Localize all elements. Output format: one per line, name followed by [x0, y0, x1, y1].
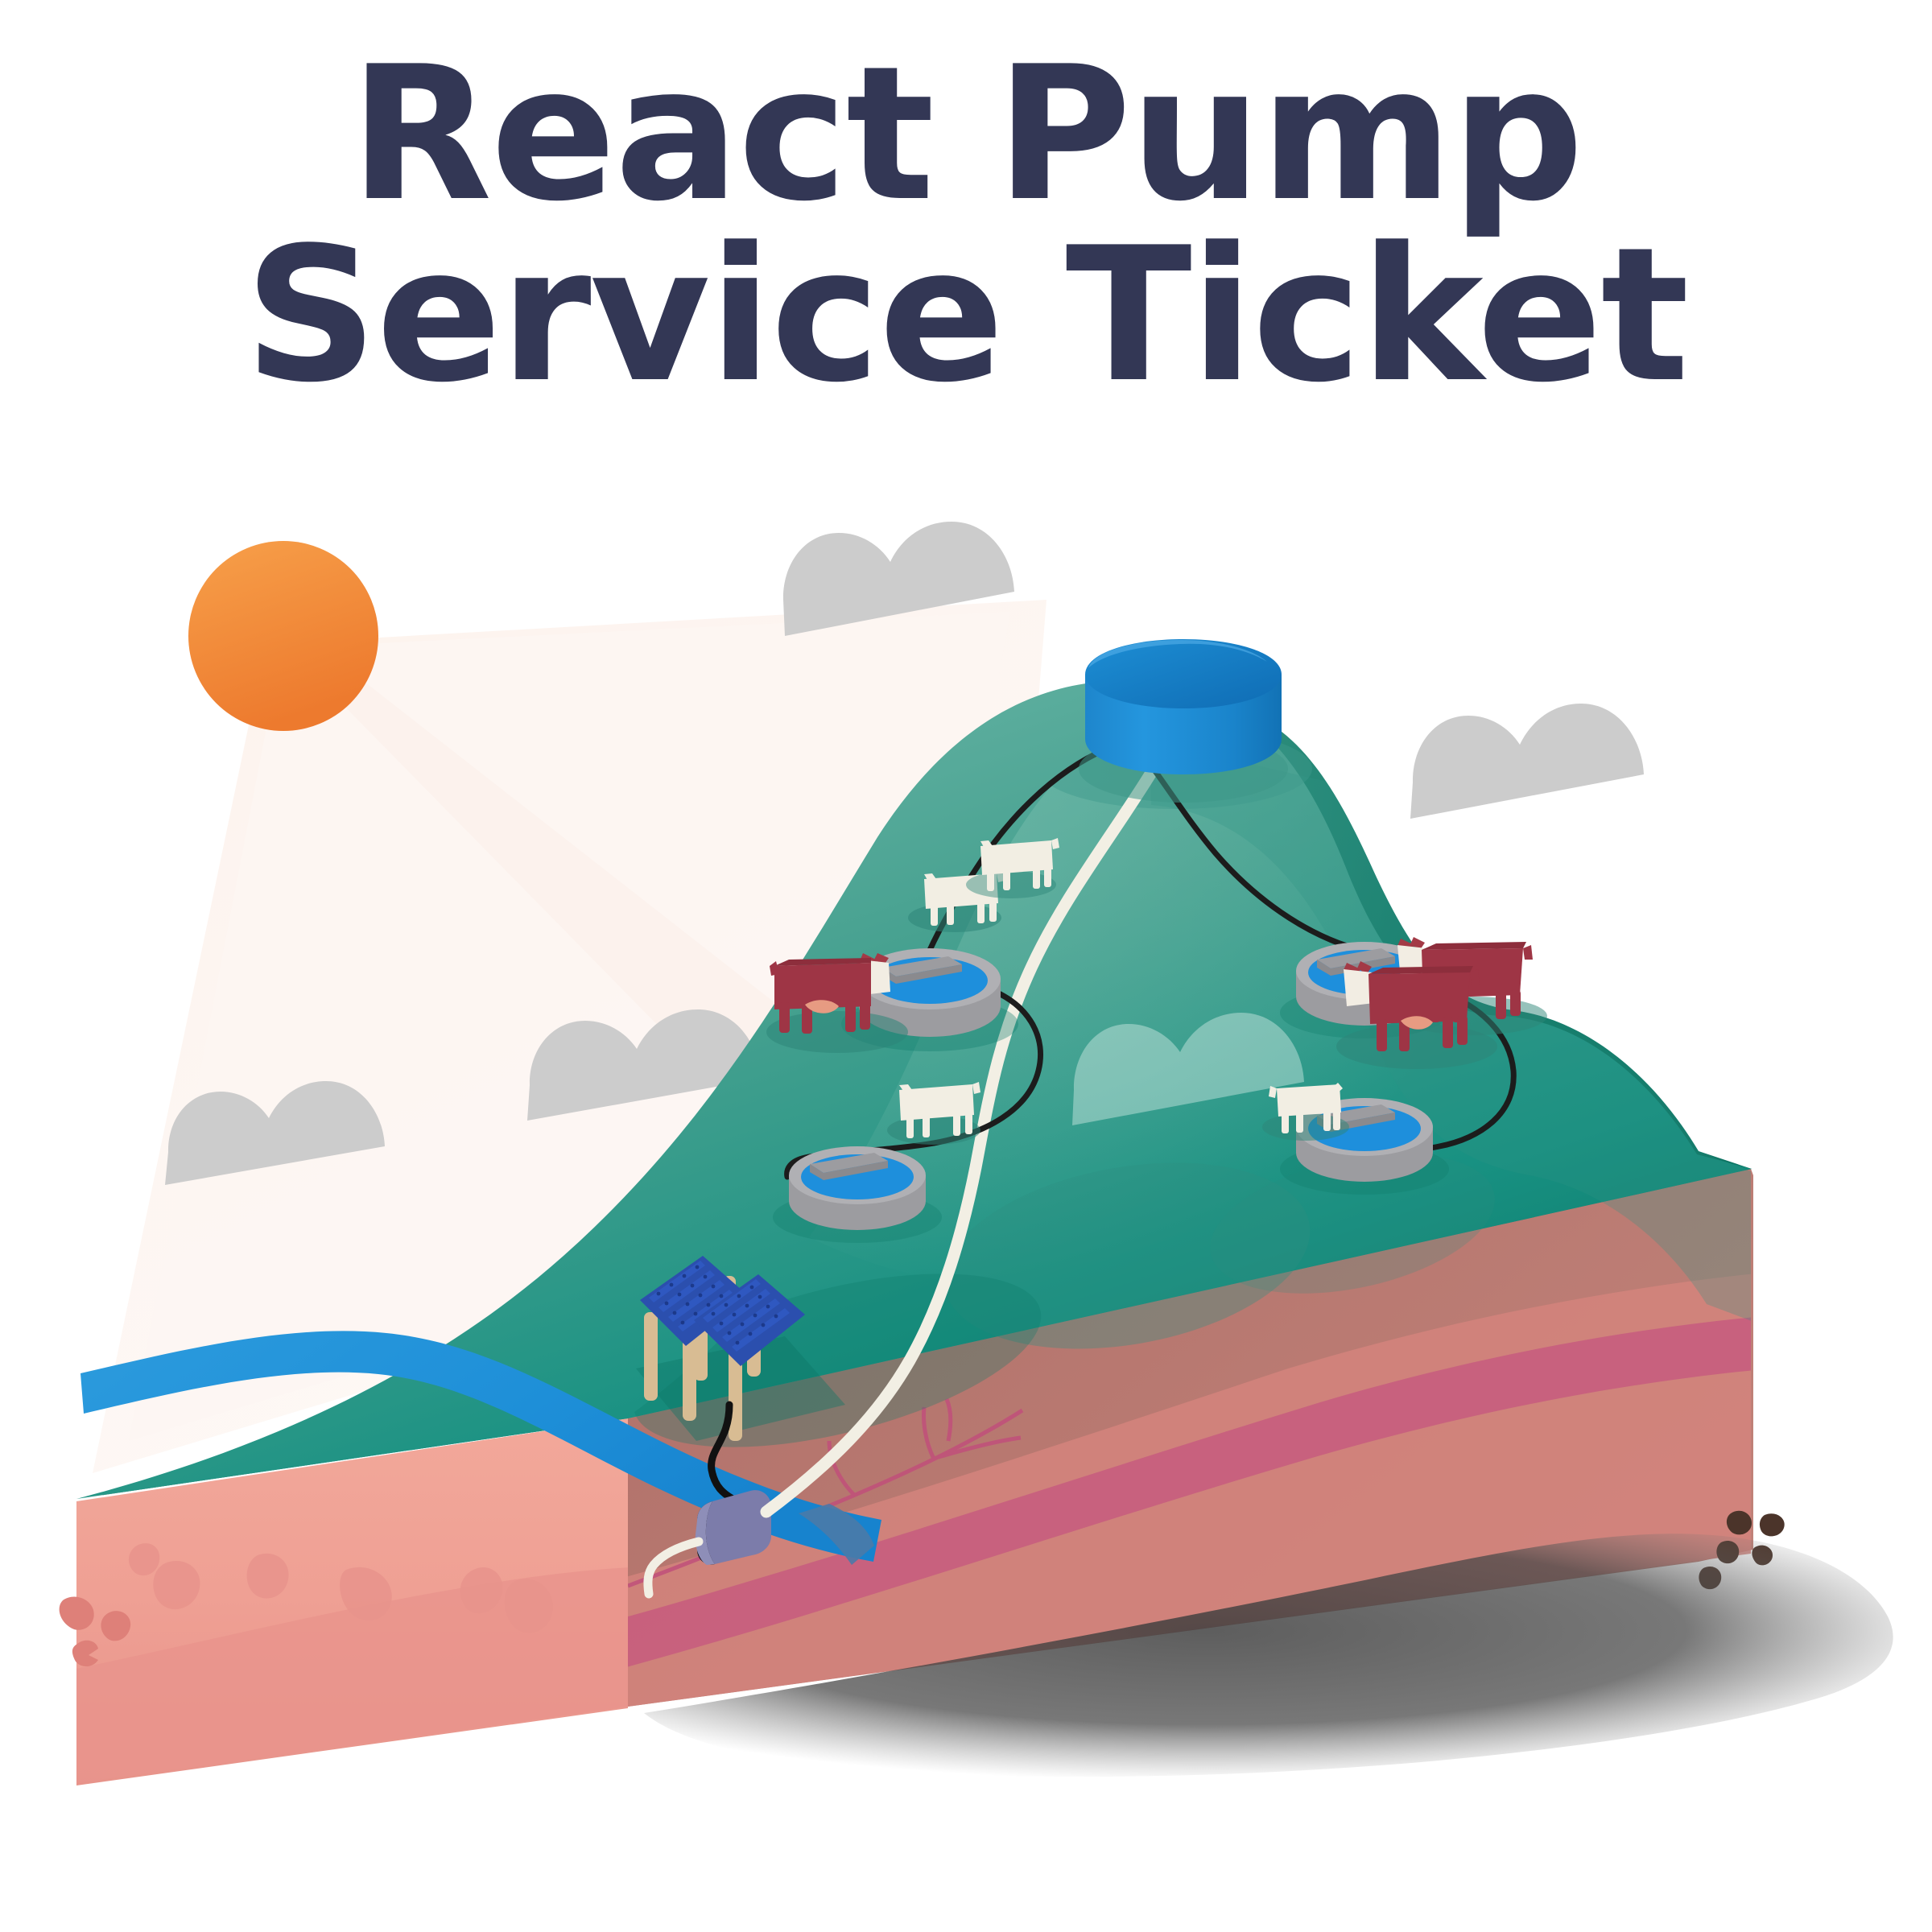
water-trough-lower-right	[1280, 1098, 1449, 1195]
cow-right-front	[1336, 961, 1497, 1069]
cloud-on-hill	[1072, 1013, 1304, 1125]
cloud-top-center	[782, 522, 1014, 636]
cloud-mid-left	[527, 1009, 761, 1121]
ground-cast-shadow	[644, 1534, 1893, 1777]
sheep-hilltop-right	[966, 838, 1059, 898]
suction-intake-pipe	[643, 1537, 704, 1599]
solar-panel-left	[640, 1256, 749, 1346]
title-line-one: React Pump	[349, 27, 1583, 242]
sun-icon	[188, 541, 378, 731]
sheep-hilltop-left	[908, 871, 1005, 932]
page-title: React Pump Service Ticket	[0, 27, 1932, 423]
sheep-right-slope	[1262, 1083, 1349, 1141]
cloud-lower-left	[165, 1081, 385, 1185]
header-storage-tank	[1079, 639, 1288, 803]
creek	[80, 1331, 881, 1565]
title-line-two: Service Ticket	[244, 208, 1689, 423]
solar-panel-right	[694, 1274, 805, 1366]
pebbles-bottom-left	[59, 1596, 131, 1667]
soil-right-detail	[628, 1195, 1751, 1707]
cloud-top-right	[1410, 704, 1644, 819]
sheep-mid-slope	[887, 1082, 980, 1145]
cow-left-trough	[766, 953, 908, 1053]
solar-array	[636, 1256, 845, 1441]
power-cable	[708, 1401, 737, 1503]
pump-controller-box	[695, 1490, 771, 1565]
water-trough-lower-left	[773, 1146, 942, 1243]
